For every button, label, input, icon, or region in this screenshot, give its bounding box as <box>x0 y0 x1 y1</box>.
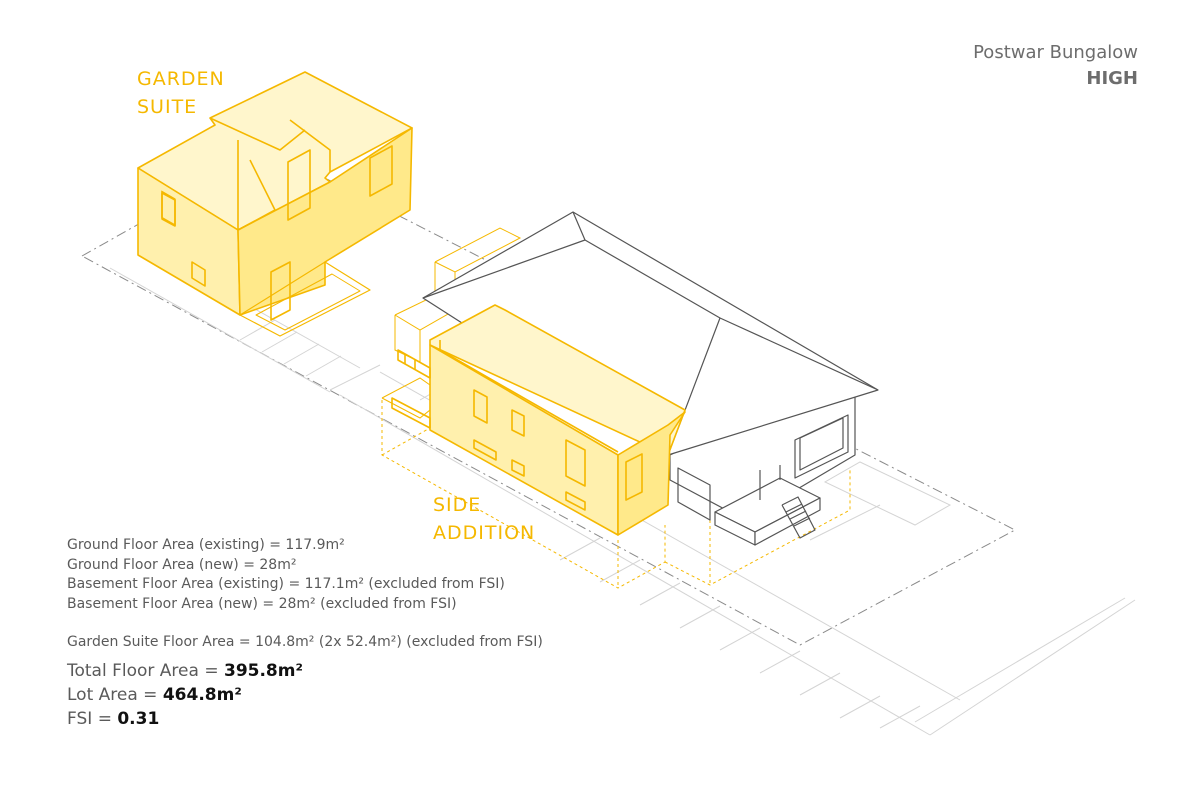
side-addition-label: SIDE ADDITION <box>433 491 535 547</box>
lot-area-value: 464.8m² <box>162 684 242 705</box>
lot-area-label: Lot Area = <box>67 684 163 705</box>
area-line-basement-existing: Basement Floor Area (existing) = 117.1m²… <box>67 576 505 592</box>
total-floor-value: 395.8m² <box>223 660 303 681</box>
area-line-garden-suite: Garden Suite Floor Area = 104.8m² (2x 52… <box>67 634 543 650</box>
area-line-ground-existing: Ground Floor Area (existing) = 117.9m² <box>67 537 345 553</box>
garden-suite-label-line2: SUITE <box>137 96 198 118</box>
area-line-basement-new: Basement Floor Area (new) = 28m² (exclud… <box>67 595 457 612</box>
area-summary: Ground Floor Area (existing) = 117.9m² G… <box>67 536 543 731</box>
garden-suite-label: GARDEN SUITE <box>137 65 225 121</box>
bungalow <box>422 211 879 546</box>
title-block: Postwar Bungalow HIGH <box>973 40 1138 92</box>
dotted-basement-outline <box>381 400 851 589</box>
garden-suite-label-line1: GARDEN <box>137 68 225 90</box>
total-floor-area: Total Floor Area = 395.8m² <box>67 659 543 683</box>
fsi-value: 0.31 <box>117 708 160 729</box>
side-addition-label-line2: ADDITION <box>433 522 536 544</box>
page-title: Postwar Bungalow <box>973 42 1138 63</box>
totals: Total Floor Area = 395.8m² Lot Area = 46… <box>67 659 543 731</box>
density-level: HIGH <box>1086 68 1138 89</box>
lot-area: Lot Area = 464.8m² <box>67 683 543 707</box>
garden-suite-volume <box>137 71 413 337</box>
side-addition-volume <box>391 304 686 536</box>
total-floor-label: Total Floor Area = <box>67 660 224 681</box>
fsi: FSI = 0.31 <box>67 707 543 731</box>
fsi-label: FSI = <box>67 708 118 729</box>
area-line-ground-new: Ground Floor Area (new) = 28m² <box>67 556 297 573</box>
side-addition-label-line1: SIDE <box>433 494 482 516</box>
